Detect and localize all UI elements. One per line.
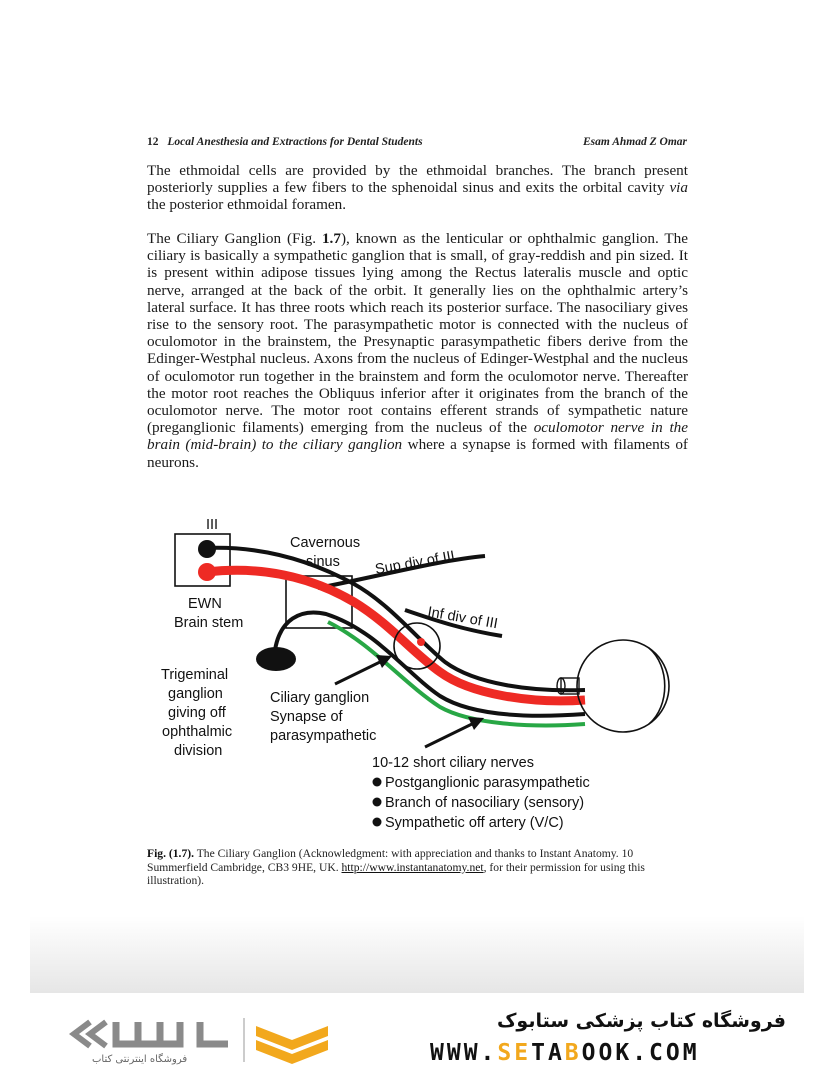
ciliary-ganglion-circle: [393, 622, 441, 670]
inf-div-nerve: [404, 608, 503, 638]
label-bullet-2: Branch of nasociliary (sensory): [385, 795, 584, 811]
logo-wordmark-shape: [112, 1022, 228, 1048]
arrow-to-ganglion: [334, 660, 381, 686]
caption-url-link[interactable]: http://www.instantanatomy.net: [341, 860, 484, 874]
bullet-dot-2: [372, 797, 382, 807]
p1-text-a: The ethmoidal cells are provided by the …: [147, 162, 688, 197]
p2-figure-ref: 1.7: [321, 230, 341, 247]
sup-div-nerve: [317, 554, 486, 590]
label-trigeminal-4: ophthalmic: [162, 724, 232, 740]
url-part-3: TA: [531, 1040, 565, 1066]
page-bottom-shadow: [30, 916, 804, 993]
paragraph-ciliary-ganglion: The Ciliary Ganglion (Fig. 1.7), known a…: [147, 230, 688, 471]
trigeminal-ganglion: [256, 647, 296, 671]
author-name: Esam Ahmad Z Omar: [582, 136, 687, 148]
label-ciliary-1: Ciliary ganglion: [270, 690, 369, 706]
cornea: [648, 647, 666, 725]
brainstem-box: [174, 533, 231, 587]
logo-tagline: فروشگاه اینترنتی کتاب: [92, 1054, 188, 1065]
label-sup-div: Sup div of III: [374, 548, 456, 578]
optic-nerve-stub: [560, 677, 580, 695]
p2-italic: oculomotor nerve in the brain (mid-brain…: [147, 419, 689, 454]
eyeball: [576, 639, 670, 733]
book-title: Local Anesthesia and Extractions for Den…: [167, 136, 423, 148]
logo-chevron-2: [85, 1019, 108, 1049]
label-sinus: sinus: [306, 554, 340, 570]
optic-nerve-end: [556, 677, 566, 695]
bullet-dot-3: [372, 817, 382, 827]
label-bullet-1: Postganglionic parasympathetic: [385, 775, 590, 791]
trigeminal-nerve: [273, 610, 586, 718]
ewn-nucleus-dot: [198, 563, 216, 581]
label-cavernous: Cavernous: [290, 535, 360, 551]
label-trigeminal-3: giving off: [168, 705, 227, 721]
ganglion-synapse-dot: [417, 638, 425, 646]
book-icon-lower: [256, 1040, 328, 1064]
label-nerve-iii: III: [206, 517, 218, 533]
oculomotor-nerve: [206, 545, 586, 693]
arrow-to-short-nerves: [424, 722, 473, 749]
store-url[interactable]: WWW.SETABOOK.COM: [430, 1040, 700, 1066]
p2-text-a: The Ciliary Ganglion (Fig.: [147, 230, 322, 247]
ciliary-ganglion-figure: III Cavernous sinus Sup div of III Inf d…: [161, 517, 670, 831]
figure-caption: Fig. (1.7). The Ciliary Ganglion (Acknow…: [147, 847, 688, 888]
p1-text-b: the posterior ethmoidal foramen.: [147, 196, 347, 214]
logo-chevron-1: [69, 1019, 92, 1049]
url-part-4: B: [564, 1040, 582, 1066]
store-name: فروشگاه کتاب پزشکی ستابوک: [496, 1010, 786, 1032]
url-part-2: SE: [497, 1040, 532, 1066]
label-ciliary-3: parasympathetic: [270, 728, 376, 744]
label-trigeminal-5: division: [174, 743, 222, 759]
paragraph-ethmoidal: The ethmoidal cells are provided by the …: [147, 162, 688, 214]
oculomotor-nucleus-dot: [198, 540, 216, 558]
url-part-1: WWW.: [430, 1040, 498, 1066]
sensory-nerve-green: [327, 620, 586, 728]
label-brain-stem: Brain stem: [174, 615, 243, 631]
caption-text-b: , for their permission for using this il…: [147, 860, 645, 888]
running-head: 12 Local Anesthesia and Extractions for …: [147, 136, 687, 154]
p1-italic-via: via: [669, 179, 688, 197]
label-ewn: EWN: [188, 596, 222, 612]
page-number: 12: [147, 136, 159, 148]
arrow-to-ganglion-head: [376, 655, 392, 668]
url-part-5: OOK.COM: [581, 1040, 700, 1066]
p2-text-b: ), known as the lenticular or ophthalmic…: [147, 230, 688, 437]
caption-text-a: The Ciliary Ganglion (Acknowledgment: wi…: [147, 847, 634, 874]
label-trigeminal-1: Trigeminal: [161, 667, 228, 683]
arrow-to-short-nerves-head: [468, 717, 484, 730]
bullet-dot-1: [372, 777, 382, 787]
book-icon: [256, 1026, 328, 1050]
caption-fig-label: Fig. (1.7).: [147, 847, 195, 860]
label-trigeminal-2: ganglion: [168, 686, 223, 702]
label-bullet-3: Sympathetic off artery (V/C): [385, 815, 564, 831]
p2-text-c: where a synapse is formed with filaments…: [147, 436, 688, 471]
setabook-logo: [69, 1018, 328, 1064]
label-short-nerves: 10-12 short ciliary nerves: [372, 755, 534, 771]
parasympathetic-nerve-red: [206, 565, 586, 706]
label-ciliary-2: Synapse of: [270, 709, 344, 725]
